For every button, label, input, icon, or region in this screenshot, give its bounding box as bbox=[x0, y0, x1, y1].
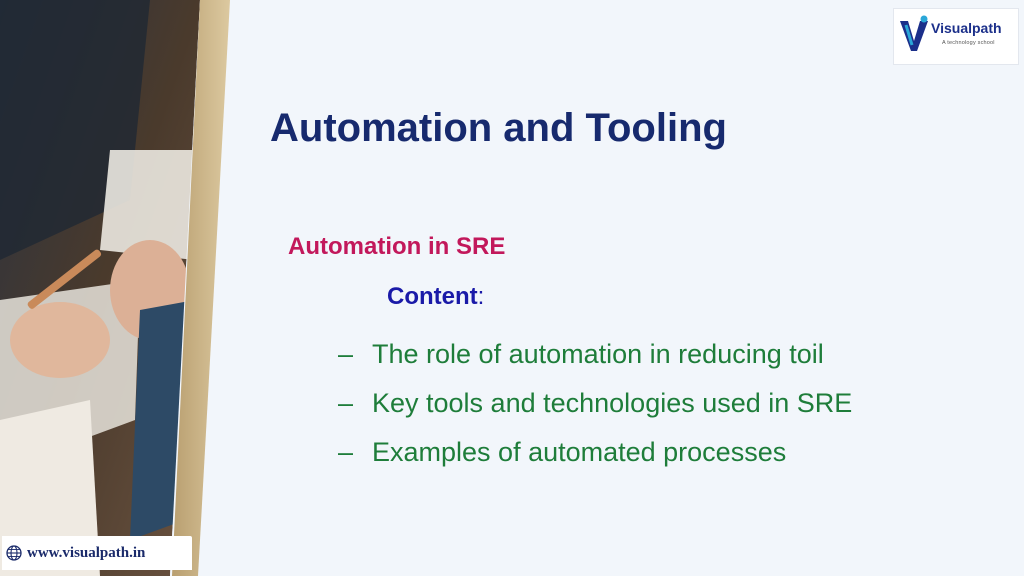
brand-logo: Visualpath A technology school bbox=[893, 8, 1019, 65]
bullet-text: Examples of automated processes bbox=[372, 437, 787, 467]
bullet-item: – Examples of automated processes bbox=[338, 428, 852, 477]
website-link[interactable]: www.visualpath.in bbox=[27, 544, 146, 561]
logo-name: Visualpath bbox=[931, 20, 1002, 36]
bullet-dash: – bbox=[338, 437, 354, 467]
visualpath-logo-icon bbox=[900, 15, 928, 51]
content-heading: Content: bbox=[387, 283, 484, 311]
bullet-text: Key tools and technologies used in SRE bbox=[372, 388, 853, 418]
website-badge[interactable]: www.visualpath.in bbox=[2, 536, 192, 570]
slide-subtitle: Automation in SRE bbox=[288, 233, 506, 260]
bullet-item: – Key tools and technologies used in SRE bbox=[338, 379, 852, 428]
slide-title: Automation and Tooling bbox=[270, 106, 727, 150]
bullet-dash: – bbox=[338, 339, 354, 369]
bullet-list: – The role of automation in reducing toi… bbox=[338, 330, 852, 477]
bullet-item: – The role of automation in reducing toi… bbox=[338, 330, 852, 379]
globe-icon bbox=[6, 545, 22, 561]
bullet-text: The role of automation in reducing toil bbox=[372, 339, 824, 369]
logo-tagline: A technology school bbox=[942, 40, 995, 46]
content-colon: : bbox=[477, 283, 485, 310]
hero-photo bbox=[0, 0, 250, 576]
content-label: Content bbox=[387, 283, 478, 310]
bullet-dash: – bbox=[338, 388, 354, 418]
